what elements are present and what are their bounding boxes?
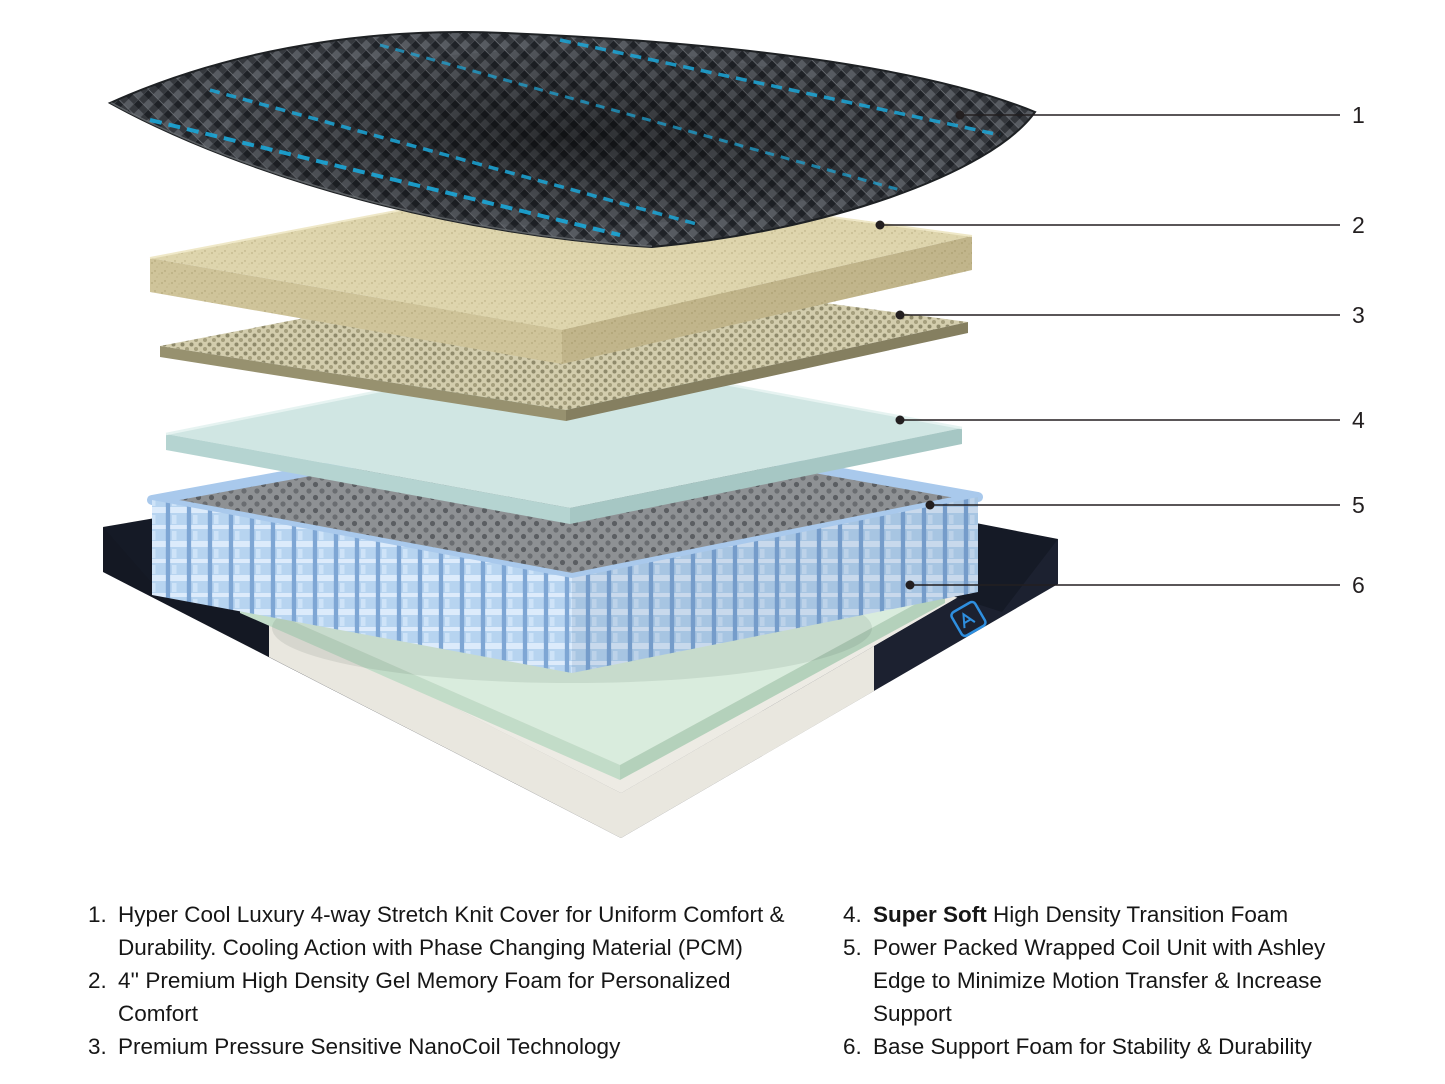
callout-line-6 [905, 580, 1340, 590]
callout-number-2: 2 [1352, 212, 1365, 238]
legend-item-text: Premium Pressure Sensitive NanoCoil Tech… [118, 1034, 621, 1059]
brand-logo-icon [950, 600, 987, 638]
cover-accent-stripe [379, 43, 901, 192]
legend-item-number: 4. [843, 902, 862, 927]
callout-line-2 [875, 220, 1340, 230]
legend-item-number: 6. [843, 1034, 862, 1059]
legend-item-number: 2. [88, 968, 107, 993]
callout-line-1 [955, 110, 1340, 120]
legend-column-right: 4. Super Soft High Density Transition Fo… [843, 898, 1365, 1063]
callout-line-3 [895, 310, 1340, 320]
cover-accent-stripe [149, 118, 621, 237]
callout-lines [875, 110, 1340, 590]
base-white-trim-right [621, 646, 874, 838]
legend-item-1: 1. Hyper Cool Luxury 4-way Stretch Knit … [88, 898, 794, 964]
base-white-trim-left [269, 612, 621, 838]
callout-number-5: 5 [1352, 492, 1365, 518]
callout-number-6: 6 [1352, 572, 1365, 598]
legend-item-rest: Base Support Foam for Stability & Durabi… [873, 1034, 1312, 1059]
callout-line-5 [925, 500, 1340, 510]
legend: 1. Hyper Cool Luxury 4-way Stretch Knit … [0, 898, 1445, 1068]
legend-item-4: 4. Super Soft High Density Transition Fo… [843, 898, 1365, 931]
legend-item-number: 1. [88, 902, 107, 927]
callout-number-4: 4 [1352, 407, 1365, 433]
legend-item-bold: Super Soft [873, 902, 987, 927]
cover-accent-stripe [559, 38, 1001, 137]
legend-item-rest: High Density Transition Foam [986, 902, 1289, 927]
callout-line-4 [895, 415, 1340, 425]
legend-item-number: 5. [843, 935, 862, 960]
legend-item-rest: Power Packed Wrapped Coil Unit with Ashl… [873, 935, 1326, 1026]
legend-item-3: 3. Premium Pressure Sensitive NanoCoil T… [88, 1030, 794, 1063]
legend-item-text: Super Soft High Density Transition Foam [873, 898, 1365, 931]
callout-number-1: 1 [1352, 102, 1365, 128]
legend-item-2: 2. 4'' Premium High Density Gel Memory F… [88, 964, 794, 1030]
legend-item-6: 6. Base Support Foam for Stability & Dur… [843, 1030, 1365, 1063]
callout-number-3: 3 [1352, 302, 1365, 328]
legend-item-number: 3. [88, 1034, 107, 1059]
legend-item-text: Base Support Foam for Stability & Durabi… [873, 1030, 1365, 1063]
legend-item-text: Hyper Cool Luxury 4-way Stretch Knit Cov… [118, 902, 785, 960]
legend-column-left: 1. Hyper Cool Luxury 4-way Stretch Knit … [88, 898, 794, 1063]
legend-item-5: 5. Power Packed Wrapped Coil Unit with A… [843, 931, 1365, 1030]
layer-knit-cover [107, 30, 1037, 249]
legend-item-text: 4'' Premium High Density Gel Memory Foam… [118, 968, 731, 1026]
legend-item-text: Power Packed Wrapped Coil Unit with Ashl… [873, 931, 1365, 1030]
